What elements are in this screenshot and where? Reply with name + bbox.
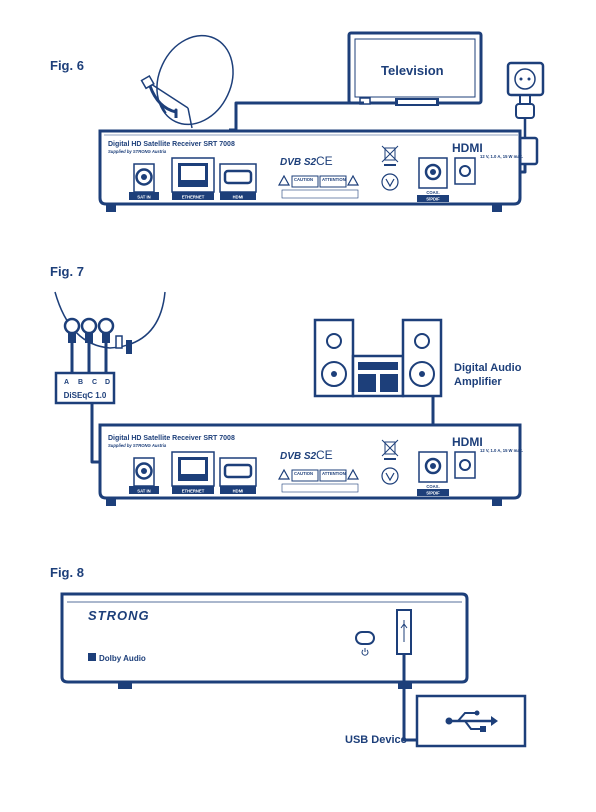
caution-label-fig7: CAUTION — [294, 471, 313, 476]
standby-button[interactable] — [355, 631, 375, 645]
amplifier-label-line1: Digital Audio — [454, 362, 522, 374]
dolby-icon — [88, 653, 96, 661]
device-supplier: Supplied by STRONG Austria — [108, 149, 167, 154]
dolby-label: Dolby Audio — [99, 654, 146, 663]
fig6-label: Fig. 6 — [50, 58, 84, 73]
fig7-label: Fig. 7 — [50, 264, 84, 279]
device-title: Digital HD Satellite Receiver SRT 7008 — [108, 141, 235, 148]
sat-cable-top — [148, 85, 178, 118]
lnb-cluster — [63, 317, 132, 354]
usb-icon — [445, 710, 498, 732]
usb-device-label: USB Device — [345, 734, 407, 746]
diseqc-input-d: D — [105, 379, 110, 386]
caution-label: CAUTION — [294, 177, 313, 182]
power-rating: 12 V, 1.0 A, 15 W max. — [480, 154, 523, 159]
device-title-fig7: Digital HD Satellite Receiver SRT 7008 — [108, 435, 235, 442]
port-label-ethernet: ETHERNET — [182, 195, 205, 200]
ce-mark: CE — [316, 154, 333, 168]
hdmi-logo-fig7: HDMI — [452, 435, 483, 449]
dvb-logo: DVB S2 — [280, 157, 317, 168]
attention-label-fig7: ATTENTION — [322, 471, 346, 476]
diseqc-input-b: B — [78, 379, 83, 386]
hdmi-cable — [229, 101, 364, 132]
large-dish-icon — [54, 291, 166, 349]
speaker-icon — [313, 318, 443, 398]
port-label-hdmi: HDMI — [233, 195, 244, 200]
diseqc-input-a: A — [64, 379, 69, 386]
port-label-sat-in-fig7: SAT IN — [137, 489, 150, 494]
recycle-bin-icon — [381, 145, 399, 166]
usb-cable — [402, 654, 417, 742]
ce-mark-fig7: CE — [316, 448, 333, 462]
dvb-logo-fig7: DVB S2 — [280, 451, 317, 462]
tv-label: Television — [381, 63, 444, 78]
wall-socket-icon — [506, 61, 545, 97]
port-label-sat-in: SAT IN — [137, 195, 150, 200]
port-label-coax-fig7: COAX. — [426, 484, 439, 489]
diseqc-input-c: C — [92, 379, 97, 386]
satellite-dish-icon — [140, 34, 234, 129]
port-label-spdif: S/PDIF — [426, 197, 440, 202]
diseqc-label: DiSEqC 1.0 — [64, 391, 107, 400]
port-label-spdif-fig7: S/PDIF — [426, 491, 440, 496]
attention-label: ATTENTION — [322, 177, 346, 182]
brand-logo: STRONG — [88, 608, 150, 623]
port-label-hdmi-fig7: HDMI — [233, 489, 244, 494]
device-supplier-fig7: Supplied by STRONG Austria — [108, 443, 167, 448]
hdmi-logo: HDMI — [452, 141, 483, 155]
television-icon — [347, 31, 483, 106]
coax-port — [418, 157, 448, 189]
amplifier-label-line2: Amplifier — [454, 376, 502, 388]
diseqc-switch — [54, 371, 116, 405]
port-label-ethernet-fig7: ETHERNET — [182, 489, 205, 494]
usb-device — [415, 694, 527, 748]
fig8-label: Fig. 8 — [50, 565, 84, 580]
power-rating-fig7: 12 V, 1.0 A, 15 W max. — [480, 448, 523, 453]
power-button-icon — [361, 648, 369, 656]
port-label-coax: COAX. — [426, 190, 439, 195]
